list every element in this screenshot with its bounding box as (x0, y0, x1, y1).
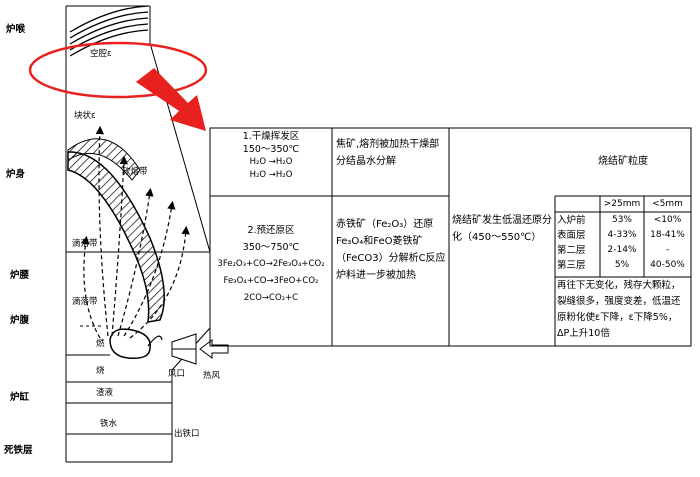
size-row-1-name: 表面层 (557, 230, 586, 241)
label-drip-zone: 滴落带 (72, 239, 98, 249)
callout-arrow (136, 68, 206, 131)
label-burn-2: 烧 (96, 366, 105, 376)
label-soft-melt: 软熔带 (122, 167, 148, 177)
label-slag: 渣液 (96, 388, 114, 398)
size-row-2-name: 第二层 (557, 245, 586, 256)
size-row-3-a: 5% (614, 260, 630, 270)
size-header: 烧结矿粒度 (598, 156, 648, 167)
conclusion-text: 再往下无变化，残存大颗粒，裂缝很多，强度变差，低温还原粉化使ε下降，ε下降5%，… (557, 280, 681, 339)
cohesive-zone (67, 151, 165, 323)
gas-flow (81, 125, 190, 339)
zone1-eq1-rhs: H₂O (275, 157, 293, 167)
zone1-description: 焦矿,熔剂被加热干燥部分结晶水分解 (336, 139, 440, 167)
size-row-0-name: 入炉前 (557, 215, 586, 226)
size-col-gt25: >25mm (603, 199, 641, 209)
table-grid (209, 127, 692, 347)
label-empty-cavity: 空腔ε (90, 48, 112, 60)
flow-to-raceway (147, 335, 163, 347)
label-block-zone: 块状ε (74, 110, 96, 122)
zone2-eq2: Fe₃O₄+CO→3FeO+CO₂ (223, 276, 319, 286)
label-block-text: 块状 (74, 111, 92, 121)
label-burn: 燃 (96, 339, 105, 349)
label-hot-air: 热风 (203, 371, 221, 381)
label-drip-zone-2: 滴落带 (72, 297, 98, 307)
zone1-temp: 150～350℃ (242, 144, 300, 155)
zone1-eq2-rhs: H₂O (275, 170, 293, 180)
size-row-names: 入炉前 表面层 第二层 第三层 (557, 213, 600, 273)
zone2-temp: 350～750℃ (242, 242, 300, 253)
label-bosh: 炉腹 (10, 315, 30, 326)
throat-highlight-ellipse (28, 41, 208, 99)
label-throat: 炉喉 (6, 24, 26, 35)
zone1-title: 1.干燥挥发区 (242, 131, 300, 142)
label-molten-iron: 铁水 (100, 419, 118, 429)
zone2-eq1: 3Fe₂O₃+CO→2Fe₃O₄+CO₂ (217, 259, 325, 269)
size-row-3-b: 40-50% (650, 260, 685, 270)
label-tuyere: 风口 (168, 369, 186, 379)
zone2-cell: 2.预还原区 350～750℃ 3Fe₂O₃+CO→2Fe₃O₄+CO₂ Fe₃… (212, 222, 330, 307)
tuyere-drawing (171, 333, 197, 365)
size-row-3-name: 第三层 (557, 260, 586, 271)
label-belly: 炉腰 (10, 270, 30, 281)
size-row-2-b: - (665, 245, 670, 255)
label-block-suffix: ε (91, 111, 96, 121)
zone1-eq1: H₂O →H₂O (249, 157, 293, 167)
label-hearth: 炉缸 (10, 392, 30, 403)
label-taphole: 出铁口 (174, 429, 200, 439)
size-row-1-a: 4-33% (607, 230, 637, 240)
zone2-title: 2.预还原区 (247, 225, 295, 236)
size-col-lt5: <5mm (652, 199, 683, 209)
label-dead-iron: 死铁层 (4, 445, 33, 456)
size-row-0-a: 53% (611, 215, 632, 225)
label-empty-text: 空腔 (90, 49, 108, 59)
size-col-b-values: <10% 18-41% - 40-50% (644, 213, 691, 273)
hot-air-arrow (199, 339, 229, 359)
size-col-a-values: 53% 4-33% 2-14% 5% (600, 213, 644, 273)
middle-note: 烧结矿发生低温还原分化（450～550℃） (452, 215, 552, 243)
size-row-1-b: 18-41% (650, 230, 685, 240)
zone1-eq2: H₂O →H₂O (249, 170, 293, 180)
zone1-cell: 1.干燥挥发区 150～350℃ H₂O →H₂O H₂O →H₂O (212, 128, 330, 198)
zone1-eq2-lhs: H₂O (249, 170, 267, 180)
zone2-description: 赤铁矿（Fe₂O₃）还原Fe₃O₄和FeO菱铁矿（FeCO3）分解析C反应炉料进… (336, 219, 446, 281)
size-row-0-b: <10% (653, 215, 682, 225)
raceway (109, 328, 151, 360)
zone2-eq3: 2CO→CO₂+C (243, 293, 299, 303)
label-empty-suffix: ε (107, 49, 112, 59)
size-row-2-a: 2-14% (607, 245, 637, 255)
zone1-eq1-lhs: H₂O (249, 157, 267, 167)
cohesive-zone-upper (67, 138, 141, 181)
label-shaft: 炉身 (6, 169, 26, 180)
